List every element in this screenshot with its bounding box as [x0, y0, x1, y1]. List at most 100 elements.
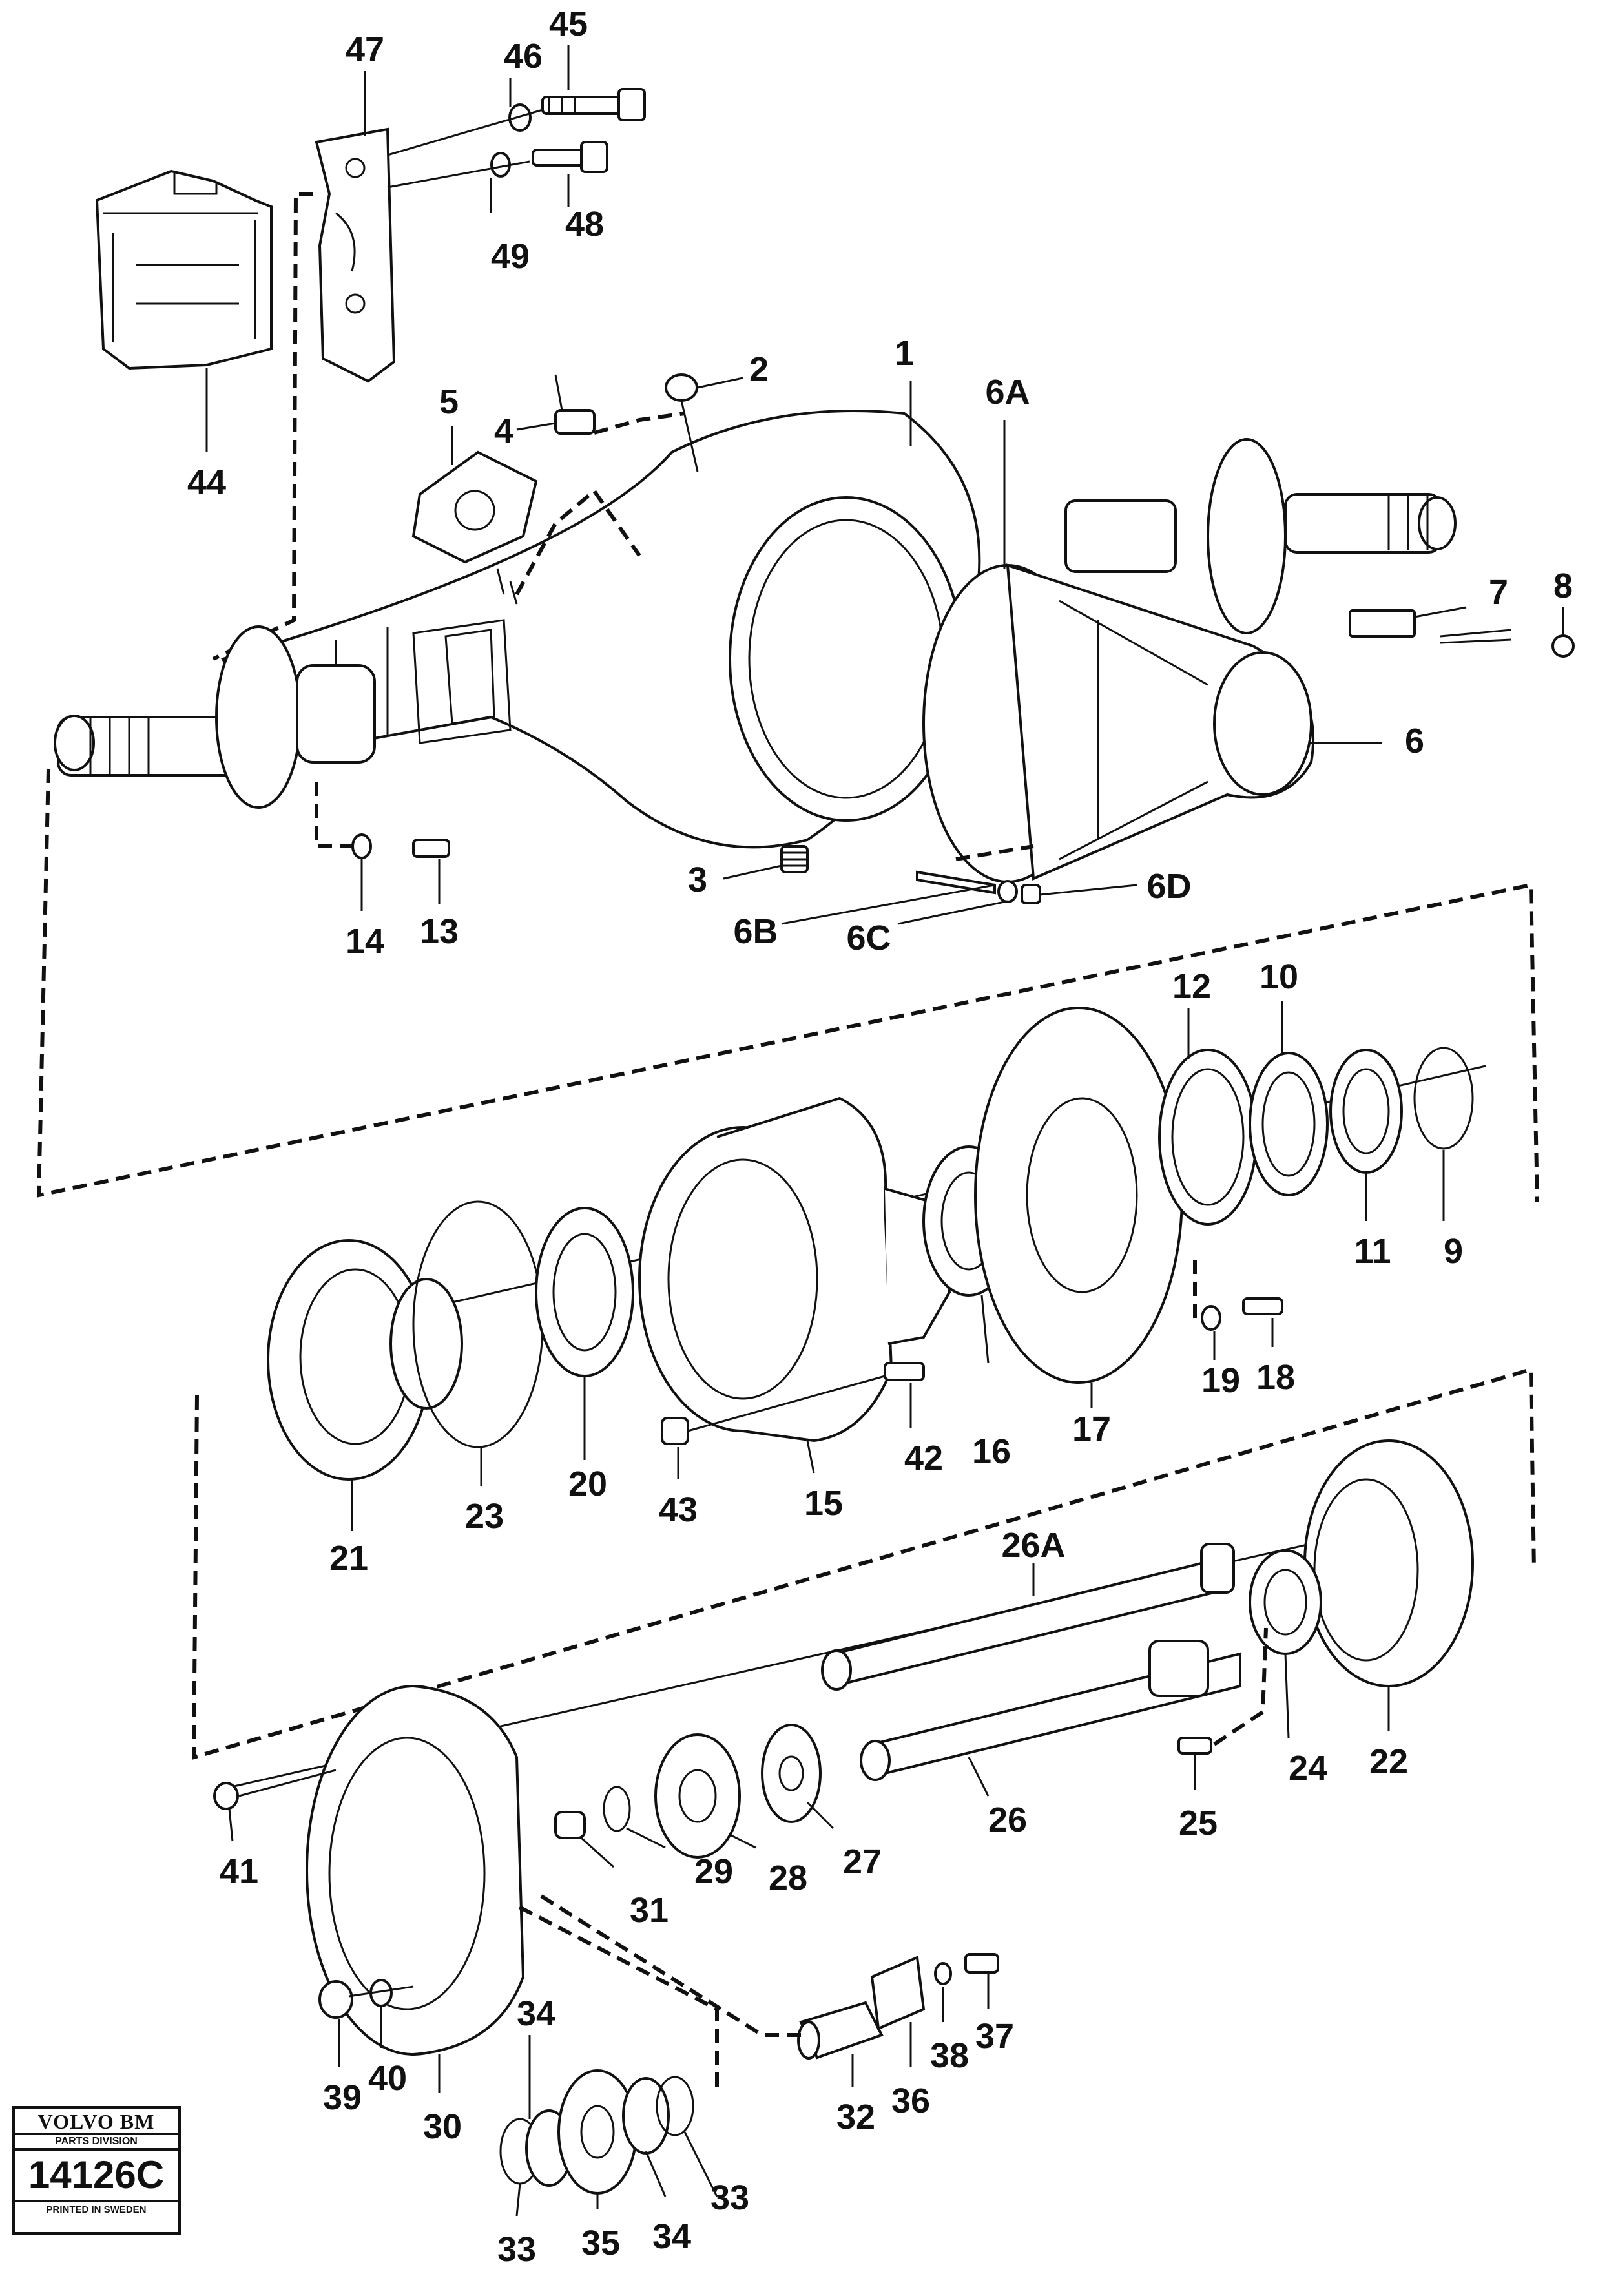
leader-6bcd	[781, 884, 1137, 925]
callout-3: 3	[688, 861, 707, 899]
ring-gear-22	[1303, 1439, 1474, 1687]
callout-15: 15	[804, 1484, 843, 1523]
callout-32: 32	[836, 2098, 875, 2136]
ring-12-inner	[1171, 1068, 1245, 1206]
callout-35: 35	[581, 2224, 620, 2262]
callout-48: 48	[565, 205, 604, 244]
callout-34-top: 34	[517, 1994, 555, 2033]
callout-31: 31	[630, 1891, 669, 1930]
leaders-22-24-25	[1194, 1653, 1390, 1790]
nut-24-inner	[1263, 1569, 1307, 1636]
circlip-29	[603, 1786, 631, 1832]
dash-13	[315, 782, 362, 848]
callout-46: 46	[504, 37, 543, 76]
planet-carrier-30	[306, 1685, 525, 2056]
shaft-26	[860, 1640, 1241, 1781]
callout-27: 27	[843, 1842, 882, 1881]
parts-division-badge: VOLVO BM PARTS DIVISION 14126C PRINTED I…	[12, 2106, 181, 2235]
lock-plate-36	[870, 1956, 926, 2030]
plug-39	[318, 1980, 353, 2019]
callout-39: 39	[323, 2078, 362, 2117]
right-axle-stub	[1064, 438, 1457, 634]
drain-plug-3	[780, 845, 809, 873]
callout-38: 38	[930, 2036, 969, 2075]
breather-2	[665, 373, 698, 402]
dash-left-middle	[36, 768, 1539, 1202]
callout-4: 4	[494, 412, 513, 450]
callout-29: 29	[694, 1852, 733, 1891]
leaders-18-19	[1213, 1318, 1274, 1360]
callout-26a: 26A	[1001, 1526, 1065, 1565]
leaders-9-12	[1187, 1001, 1445, 1221]
washer-27	[761, 1724, 822, 1823]
callout-47: 47	[346, 30, 384, 69]
callout-18: 18	[1256, 1358, 1295, 1397]
leaders-42-43-15-16-17	[677, 1295, 1093, 1479]
callout-42: 42	[904, 1439, 943, 1477]
axle-housing	[221, 410, 981, 849]
callout-43: 43	[659, 1490, 698, 1529]
screw-41	[213, 1782, 239, 1810]
callout-7: 7	[1489, 573, 1508, 612]
callout-6a: 6A	[985, 373, 1030, 412]
bolt-45	[541, 88, 646, 121]
cover-plate-5	[411, 450, 538, 605]
dash-gear-stack	[515, 1904, 719, 2087]
callout-10: 10	[1260, 957, 1298, 996]
washer-46	[508, 103, 532, 132]
callout-41: 41	[220, 1852, 258, 1891]
callout-8: 8	[1553, 567, 1573, 605]
callout-28: 28	[769, 1859, 807, 1897]
callout-6d: 6D	[1146, 867, 1191, 906]
sensor-4	[554, 374, 596, 435]
ring-33-right	[656, 2076, 694, 2136]
callout-45: 45	[549, 5, 588, 43]
callout-17: 17	[1072, 1410, 1111, 1448]
callout-2: 2	[749, 350, 769, 389]
cap-31	[554, 1811, 586, 1839]
ring-11-inner	[1342, 1068, 1390, 1154]
leaders-32-38	[851, 1974, 990, 2087]
dash-25	[1213, 1627, 1268, 1746]
bearing-20	[535, 1207, 634, 1377]
leader-4	[516, 422, 556, 431]
nut-24	[1249, 1549, 1322, 1655]
callout-13: 13	[420, 912, 459, 951]
bolt-48	[532, 141, 608, 173]
callout-44: 44	[187, 463, 226, 502]
callout-33-right: 33	[710, 2178, 749, 2217]
washer-27-inner	[778, 1755, 804, 1791]
callout-12: 12	[1172, 967, 1211, 1006]
leader-13-14	[360, 859, 441, 911]
leader-3	[723, 864, 782, 880]
dash-bottom-left	[191, 1367, 1536, 1760]
callout-37: 37	[975, 2017, 1014, 2056]
callout-40: 40	[368, 2059, 407, 2098]
leader-7	[1414, 606, 1467, 618]
callout-22: 22	[1369, 1742, 1408, 1781]
dash-6b	[955, 844, 1034, 861]
seal-10-inner	[1261, 1071, 1316, 1177]
callout-6c: 6C	[846, 919, 891, 957]
callout-16: 16	[972, 1432, 1011, 1471]
leaders-26-26a	[968, 1563, 1035, 1797]
callout-labels-all: 1 2 3 4 5 6 6A 6B 6C 6D 7 8 9 10 11 12 1…	[187, 5, 1573, 2269]
plate-7-taper	[1440, 629, 1512, 644]
callout-1: 1	[895, 334, 914, 373]
nut-6d	[1021, 884, 1041, 904]
callout-9: 9	[1444, 1232, 1463, 1271]
callout-34-bottom: 34	[652, 2217, 691, 2256]
nut-43	[661, 1417, 689, 1445]
ring-12	[1158, 1049, 1258, 1226]
plate-7	[1349, 609, 1416, 638]
callout-23: 23	[465, 1497, 504, 1536]
washer-14	[351, 833, 372, 859]
callout-19: 19	[1201, 1361, 1240, 1400]
washer-38	[934, 1962, 952, 1985]
seal-10	[1249, 1052, 1329, 1196]
callout-26: 26	[988, 1800, 1027, 1839]
badge-illustration-number: 14126C	[15, 2151, 178, 2202]
dash-pin-to-carrier	[535, 1891, 801, 2037]
bolt-13	[412, 839, 450, 858]
